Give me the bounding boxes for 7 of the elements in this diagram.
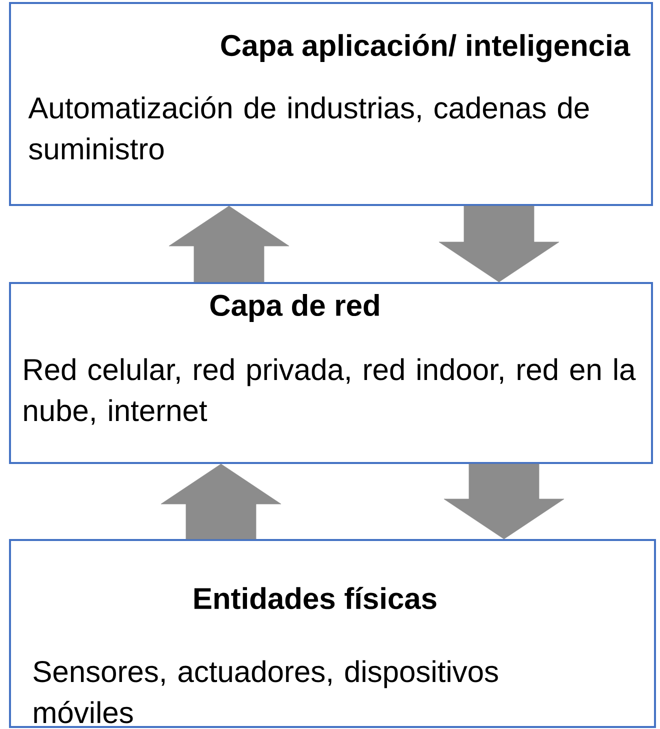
block-arrow [438,206,560,282]
layer-box: Capa de red Red celular, red privada, red indoor, red en la nube, internet [9,282,653,464]
block-arrow [168,206,290,282]
layer-box: Capa aplicación/ inteligencia Automatización de industrias, cadenas de suministro [9,2,653,206]
layer-box: Entidades físicas Sensores, actuadores, dispositivos móviles [9,539,656,728]
block-arrow [444,464,564,540]
block-arrow [160,464,282,540]
